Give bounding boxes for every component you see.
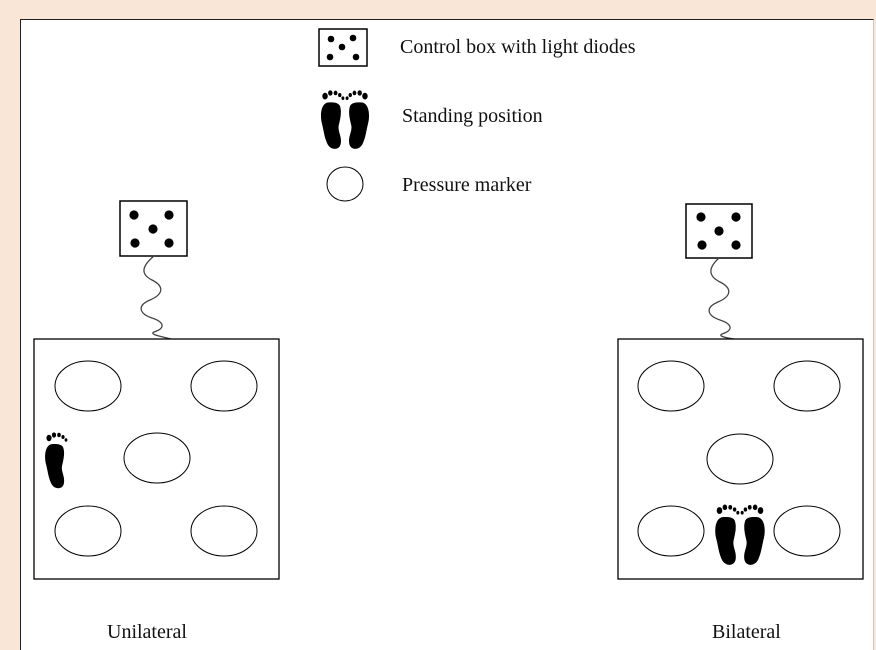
unilateral-setup <box>33 200 280 580</box>
right-marker <box>637 360 705 412</box>
left-marker <box>190 505 258 557</box>
left-cable <box>140 255 179 342</box>
left-caption: Unilateral <box>107 621 187 643</box>
legend-marker-label: Pressure marker <box>402 174 532 196</box>
left-control-box-icon <box>119 200 188 257</box>
left-marker <box>190 360 258 412</box>
right-cable <box>708 257 747 342</box>
right-marker <box>637 505 705 557</box>
left-marker <box>123 432 191 484</box>
legend-control-box-icon <box>318 28 368 67</box>
legend-control-box-label: Control box with light diodes <box>400 36 636 58</box>
legend-standing-label: Standing position <box>402 105 543 127</box>
left-marker <box>54 505 122 557</box>
right-marker <box>773 505 841 557</box>
right-caption: Bilateral <box>712 621 781 643</box>
legend-footprints-icon <box>321 90 369 149</box>
legend: Control box with light diodes Standing p… <box>318 28 636 202</box>
right-control-box-icon <box>685 203 753 259</box>
right-marker <box>773 360 841 412</box>
left-marker <box>54 360 122 412</box>
legend-pressure-marker-icon <box>326 166 364 202</box>
right-marker <box>706 433 774 485</box>
bilateral-setup <box>617 203 864 580</box>
